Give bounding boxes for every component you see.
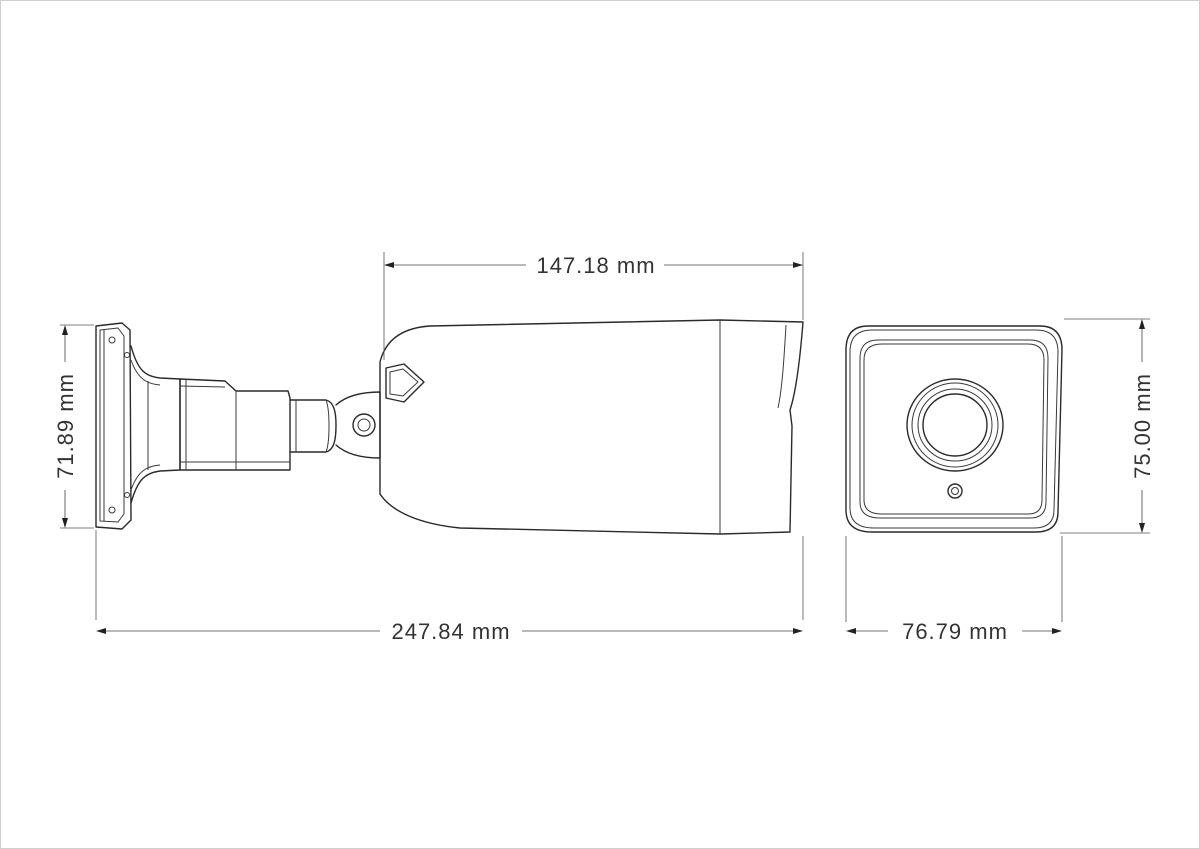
wall-mount-plate [95, 322, 132, 530]
lens [906, 378, 1004, 472]
front-view [845, 325, 1063, 533]
ir-sensor [947, 483, 963, 499]
dim-front-width-label: 76.79 mm [902, 619, 1008, 644]
dim-mount-height-label: 71.89 mm [53, 373, 78, 479]
dim-front-height: 75.00 mm [1130, 319, 1155, 533]
dim-total-length-label: 247.84 mm [391, 619, 510, 644]
dim-total-length: 247.84 mm [96, 619, 803, 644]
dim-mount-height: 71.89 mm [53, 325, 78, 528]
swivel-joint [289, 391, 381, 459]
dim-front-width: 76.79 mm [846, 619, 1062, 644]
extension-lines [60, 252, 1150, 622]
camera-body [379, 319, 804, 535]
bracket-arm [179, 378, 291, 471]
side-view [95, 319, 804, 535]
dim-top-length: 147.18 mm [384, 253, 803, 278]
dim-front-height-label: 75.00 mm [1130, 373, 1155, 479]
mount-base [130, 345, 181, 504]
dim-top-length-label: 147.18 mm [536, 253, 655, 278]
